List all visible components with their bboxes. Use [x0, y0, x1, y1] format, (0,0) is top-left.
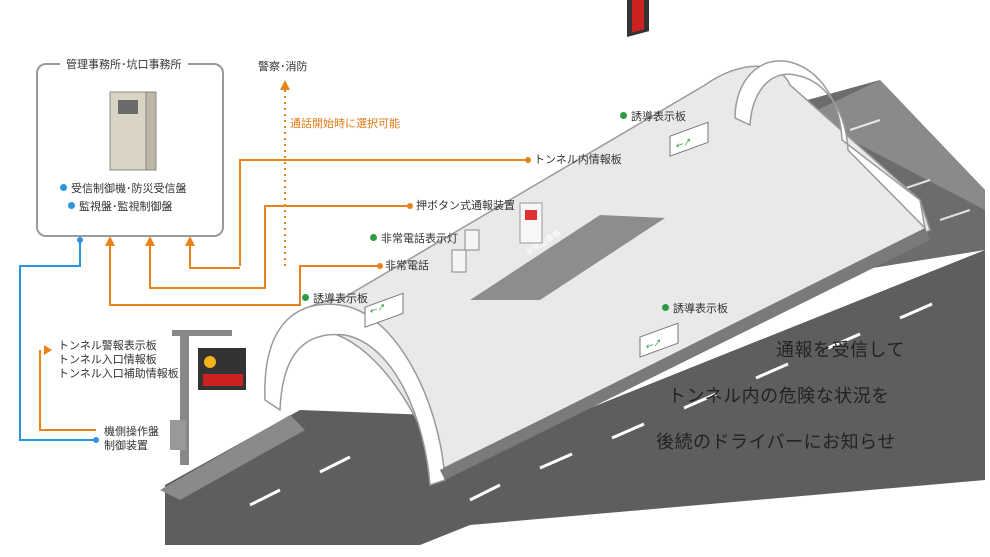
guide-top-label: 誘導表示板: [620, 110, 686, 124]
call-option-label: 通話開始時に選択可能: [290, 117, 400, 130]
road-near: [165, 250, 985, 545]
guide-sign-top: ←↗: [669, 121, 709, 157]
entrance-board-2: トンネル入口情報板: [58, 353, 157, 366]
phone-box: [451, 249, 467, 273]
push-button-device: [519, 202, 543, 244]
green-dot-icon: [662, 304, 669, 311]
blue-wiring: [19, 240, 96, 441]
guide-right-label: 誘導表示板: [662, 302, 728, 316]
entrance-control-2: 制御装置: [104, 439, 148, 452]
orange-wiring: [39, 159, 528, 431]
tagline-1: 通報を受信して: [776, 340, 905, 361]
entrance-pole: [180, 330, 189, 465]
green-dot-icon: [620, 112, 627, 119]
green-dot-icon: [302, 294, 309, 301]
guide-sign-left: ←↗: [364, 292, 404, 328]
tunnel-info-board-label: トンネル内情報板: [534, 153, 622, 166]
tagline-3: 後続のドライバーにお知らせ: [656, 432, 896, 453]
tagline-2: トンネル内の危険な状況を: [668, 386, 890, 407]
office-item-1: 受信制御機･防災受信盤: [60, 182, 187, 196]
blue-dot-icon: [60, 184, 67, 191]
lane-markings: [249, 302, 933, 507]
police-label: 警察･消防: [258, 60, 308, 73]
control-cabinet: [170, 420, 186, 450]
entrance-control-1: 機側操作盤: [104, 425, 159, 438]
office-item-2: 監視盤･監視制御盤: [68, 200, 173, 214]
parking-zone: [470, 215, 665, 300]
blue-dot-icon: [68, 202, 75, 209]
entrance-board-3: トンネル入口補助情報板: [58, 367, 179, 380]
tunnel-portal-far: [734, 60, 927, 231]
emergency-phone-label: 非常電話: [385, 259, 429, 272]
guide-left-label: 誘導表示板: [302, 292, 368, 306]
phone-lamp-label: 非常電話表示灯: [370, 232, 458, 246]
push-button-label: 押ボタン式通報装置: [416, 199, 515, 212]
office-title: 管理事務所･坑口事務所: [60, 58, 188, 72]
green-dot-icon: [370, 234, 377, 241]
entrance-board-1: トンネル警報表示板: [58, 339, 157, 352]
guide-sign-right: ←↗: [639, 322, 679, 358]
phone-lamp-box: [464, 229, 480, 251]
